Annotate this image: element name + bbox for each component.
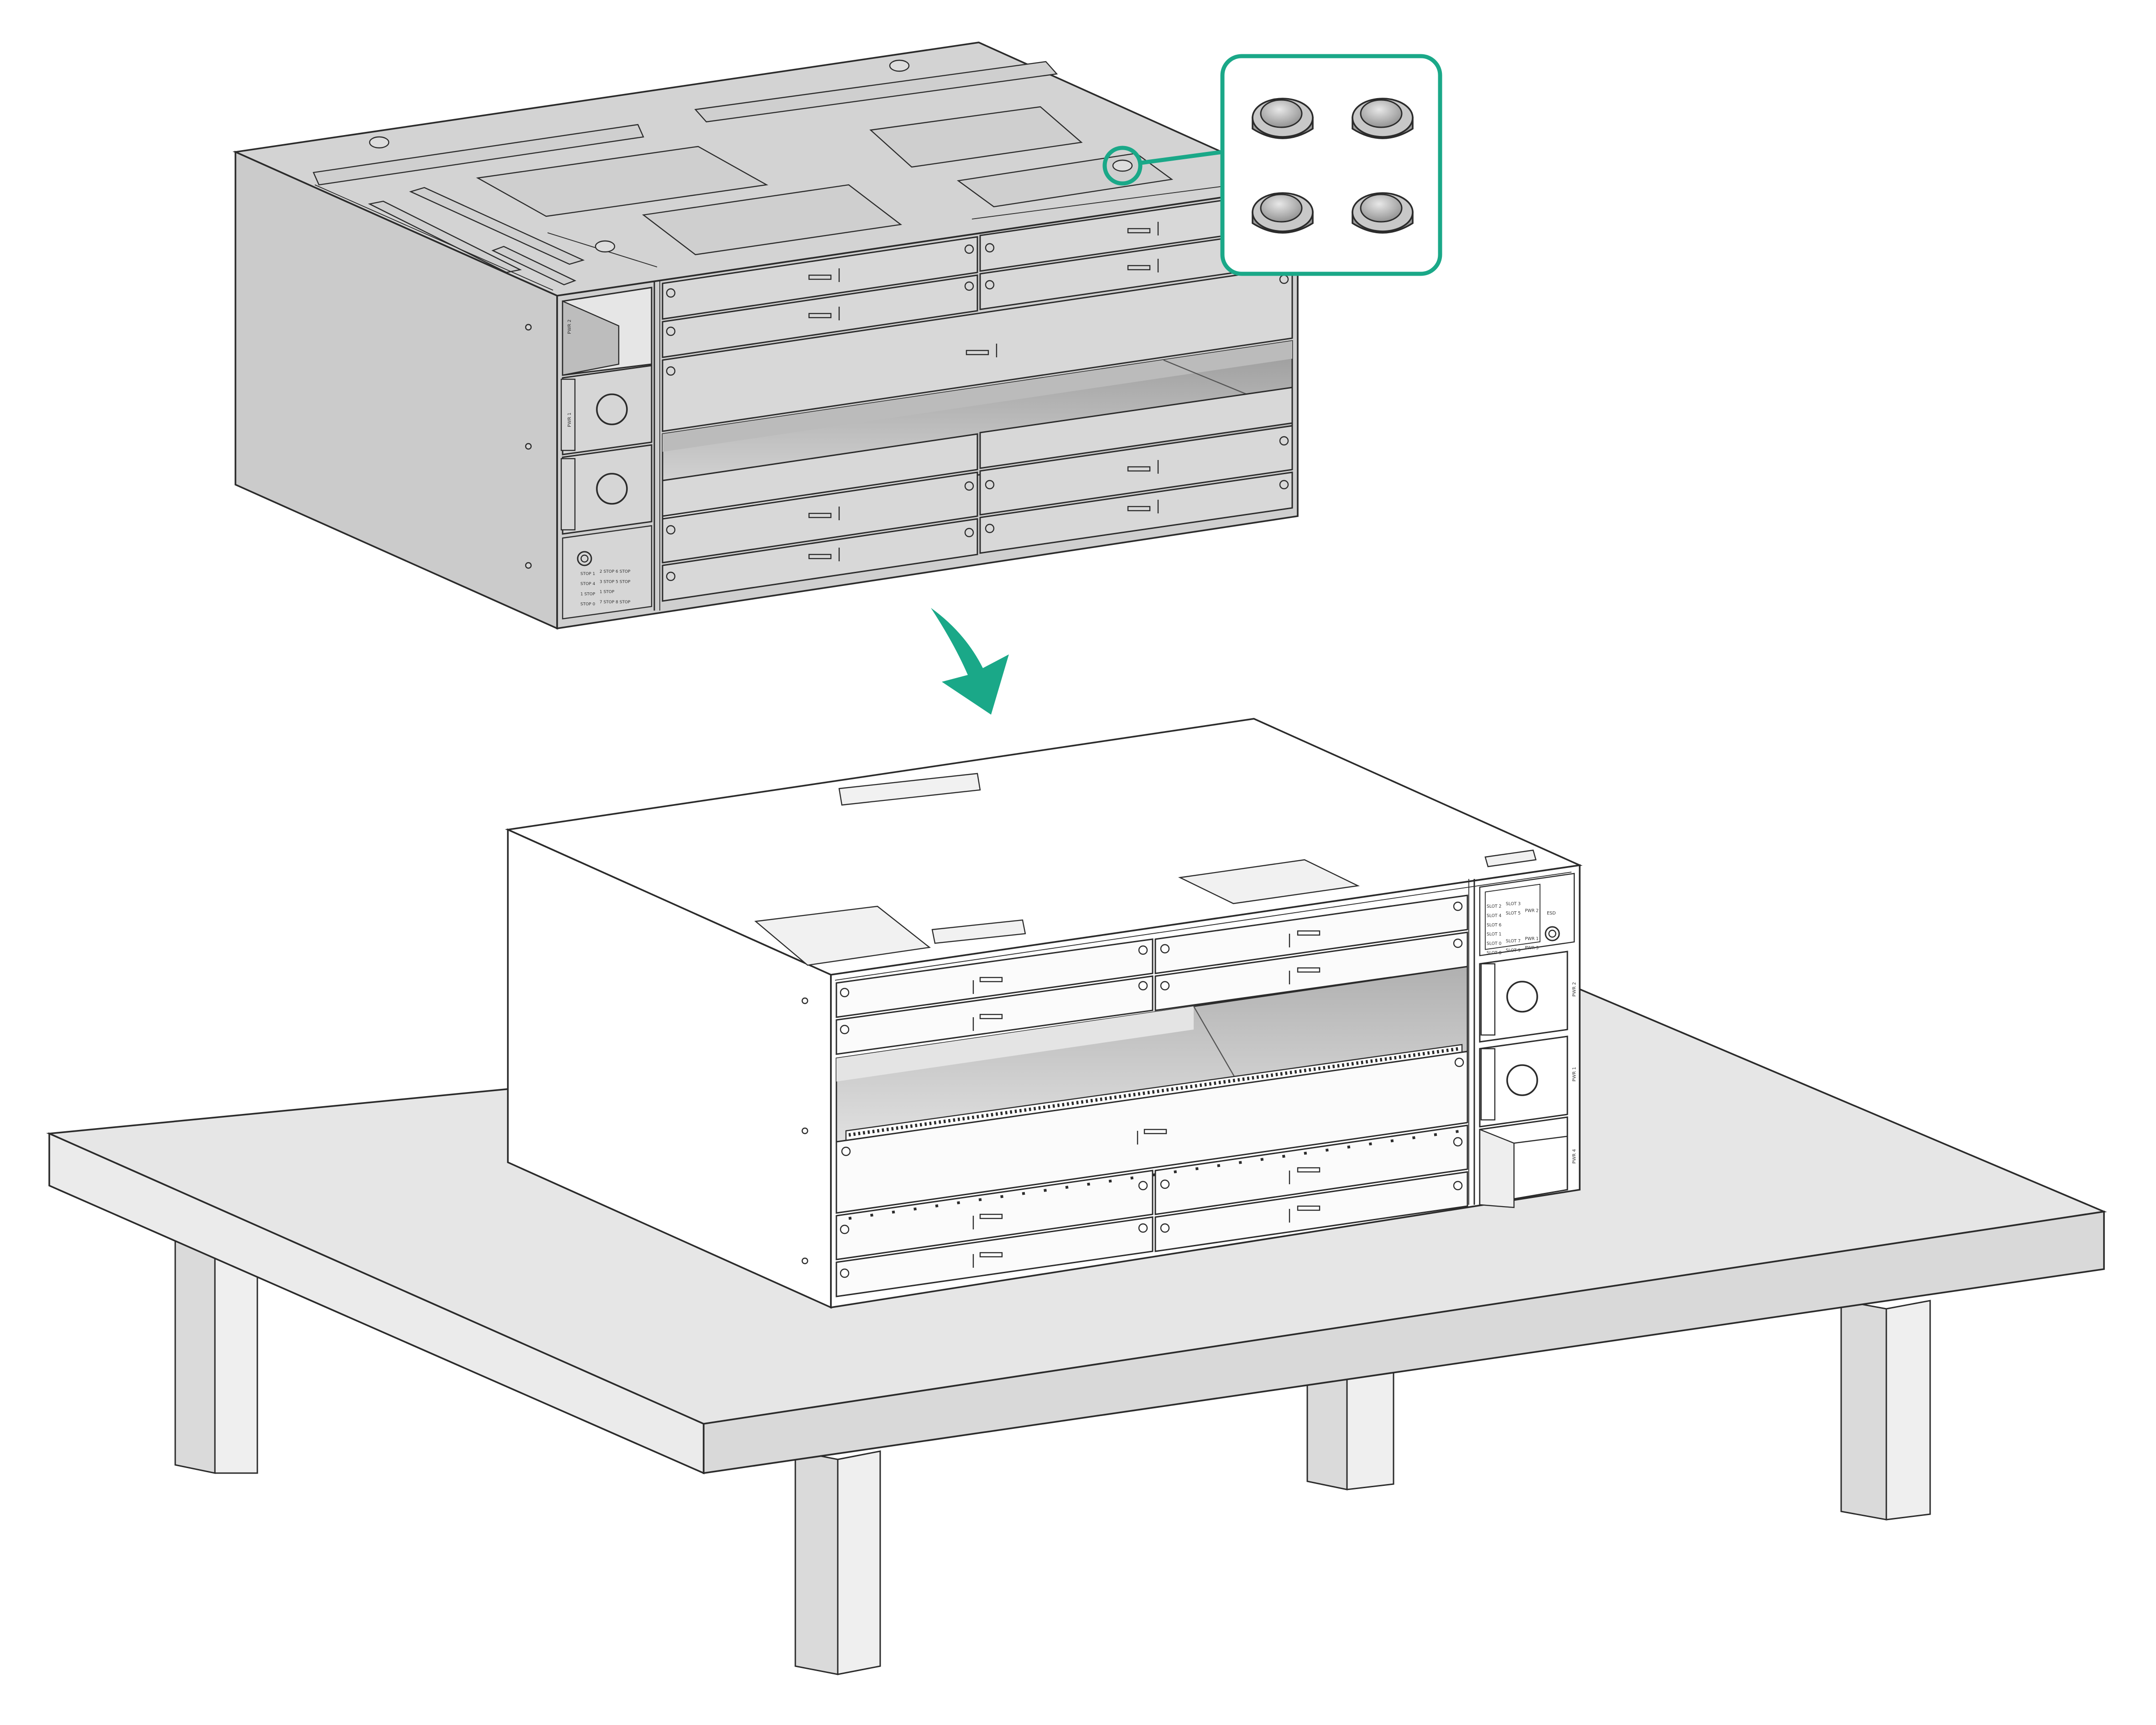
top-label-plate [838, 773, 981, 806]
pwr-port-label: PWR 1 [567, 413, 572, 427]
magnifier-callout-icon [1102, 146, 1143, 186]
slot-map-cell: SLOT 1 [1487, 932, 1502, 937]
slot-map-cell: PWR 3 [1525, 946, 1539, 951]
slot-map-text: STOP 1 2 STOP 6 STOP STOP 4 3 STOP 5 STOP 1 … [580, 570, 631, 606]
table-leg-front-left [794, 1450, 881, 1675]
table-left-edge [48, 1132, 705, 1474]
installed-pwr-column: SLOT 2 SLOT 3 SLOT 4 SLOT 5 PWR 2 SLOT 6 SLOT … [1479, 873, 1577, 1208]
upside-pwr-column: STOP 1 2 STOP 6 STOP STOP 4 3 STOP 5 STOP 1 … [560, 287, 653, 620]
slot-map-cell: SLOT 7 [1506, 939, 1521, 944]
slot-map-cell: 1 STOP [580, 592, 595, 596]
chassis-upside-down: STOP 1 2 STOP 6 STOP STOP 4 3 STOP 5 STOP 1 … [232, 42, 1301, 630]
chassis-foot-markers [369, 59, 910, 253]
callout-box [1220, 54, 1442, 276]
table-leg-back-right [1306, 1368, 1394, 1490]
installed-upper-slots [835, 894, 1468, 1055]
rubber-feet-set [1252, 98, 1414, 234]
ground-screw [577, 551, 592, 566]
pwr-port-label: PWR 4 [1572, 1149, 1577, 1164]
curved-arrow-icon [931, 608, 1009, 715]
pwr-port-labels: PWR 2 PWR 1 [567, 319, 572, 427]
slot-map-cell: SLOT 4 [1487, 913, 1502, 918]
slot-map-table [1485, 883, 1540, 950]
rubber-foot-icon [1352, 192, 1414, 234]
table-leg-front-right [1840, 1300, 1931, 1521]
table-leg-back-left [174, 1231, 258, 1474]
top-label-plate [931, 919, 1026, 944]
slot-map-cell: 1 STOP [600, 590, 615, 595]
slot-map-cell: SLOT 6 [1487, 923, 1502, 928]
esd-badge: ESD [1547, 911, 1556, 916]
rubber-feet-callout [1102, 54, 1442, 276]
top-label-plate [754, 905, 931, 966]
pwr-port-label: PWR 1 [1572, 1067, 1577, 1082]
upside-lower-slots [662, 387, 1293, 602]
slot-map-cell: SLOT 8 [1487, 951, 1502, 956]
top-label-plate [1484, 849, 1537, 868]
slot-map-cell: PWR 2 [1525, 909, 1539, 914]
slot-map-label [562, 525, 653, 620]
rubber-foot-icon [1252, 98, 1314, 139]
callout-leader [1140, 150, 1223, 165]
slot-map-cell: SLOT 0 [1487, 941, 1502, 946]
chassis-installed: SLOT 2 SLOT 3 SLOT 4 SLOT 5 PWR 2 SLOT 6 SLOT … [505, 718, 1583, 1309]
slot-map-cell: PWR 1 [1525, 936, 1539, 941]
rubber-foot-icon [1352, 98, 1414, 139]
slot-map-cell: SLOT 5 [1506, 911, 1521, 916]
top-label-plate [1178, 859, 1360, 904]
slot-map-text: SLOT 2 SLOT 3 SLOT 4 SLOT 5 PWR 2 SLOT 6 SLOT … [1487, 902, 1539, 956]
pwr-port-label: PWR 2 [1572, 982, 1577, 997]
ground-screw [1545, 926, 1560, 941]
installed-lower-slots [835, 1124, 1468, 1297]
slot-map-cell: 3 STOP 5 STOP [600, 580, 631, 584]
rubber-foot-icon [1252, 192, 1314, 234]
pwr-port-labels: PWR 2 PWR 1 PWR 4 [1572, 982, 1577, 1164]
slot-map-cell: SLOT 3 [1506, 902, 1521, 907]
slot-map-cell: SLOT 9 [1506, 948, 1521, 953]
slot-map-cell: STOP 4 [580, 582, 595, 586]
upside-upper-slots [662, 189, 1293, 432]
slot-map-cell: STOP 1 [580, 572, 595, 576]
pwr-port-label: PWR 2 [567, 319, 572, 334]
slot-map-cell: STOP 0 [580, 602, 595, 607]
slot-map-cell: 2 STOP 6 STOP [600, 570, 631, 574]
slot-map-cell: 7 STOP 8 STOP [600, 600, 631, 605]
slot-map-cell: SLOT 2 [1487, 904, 1502, 909]
